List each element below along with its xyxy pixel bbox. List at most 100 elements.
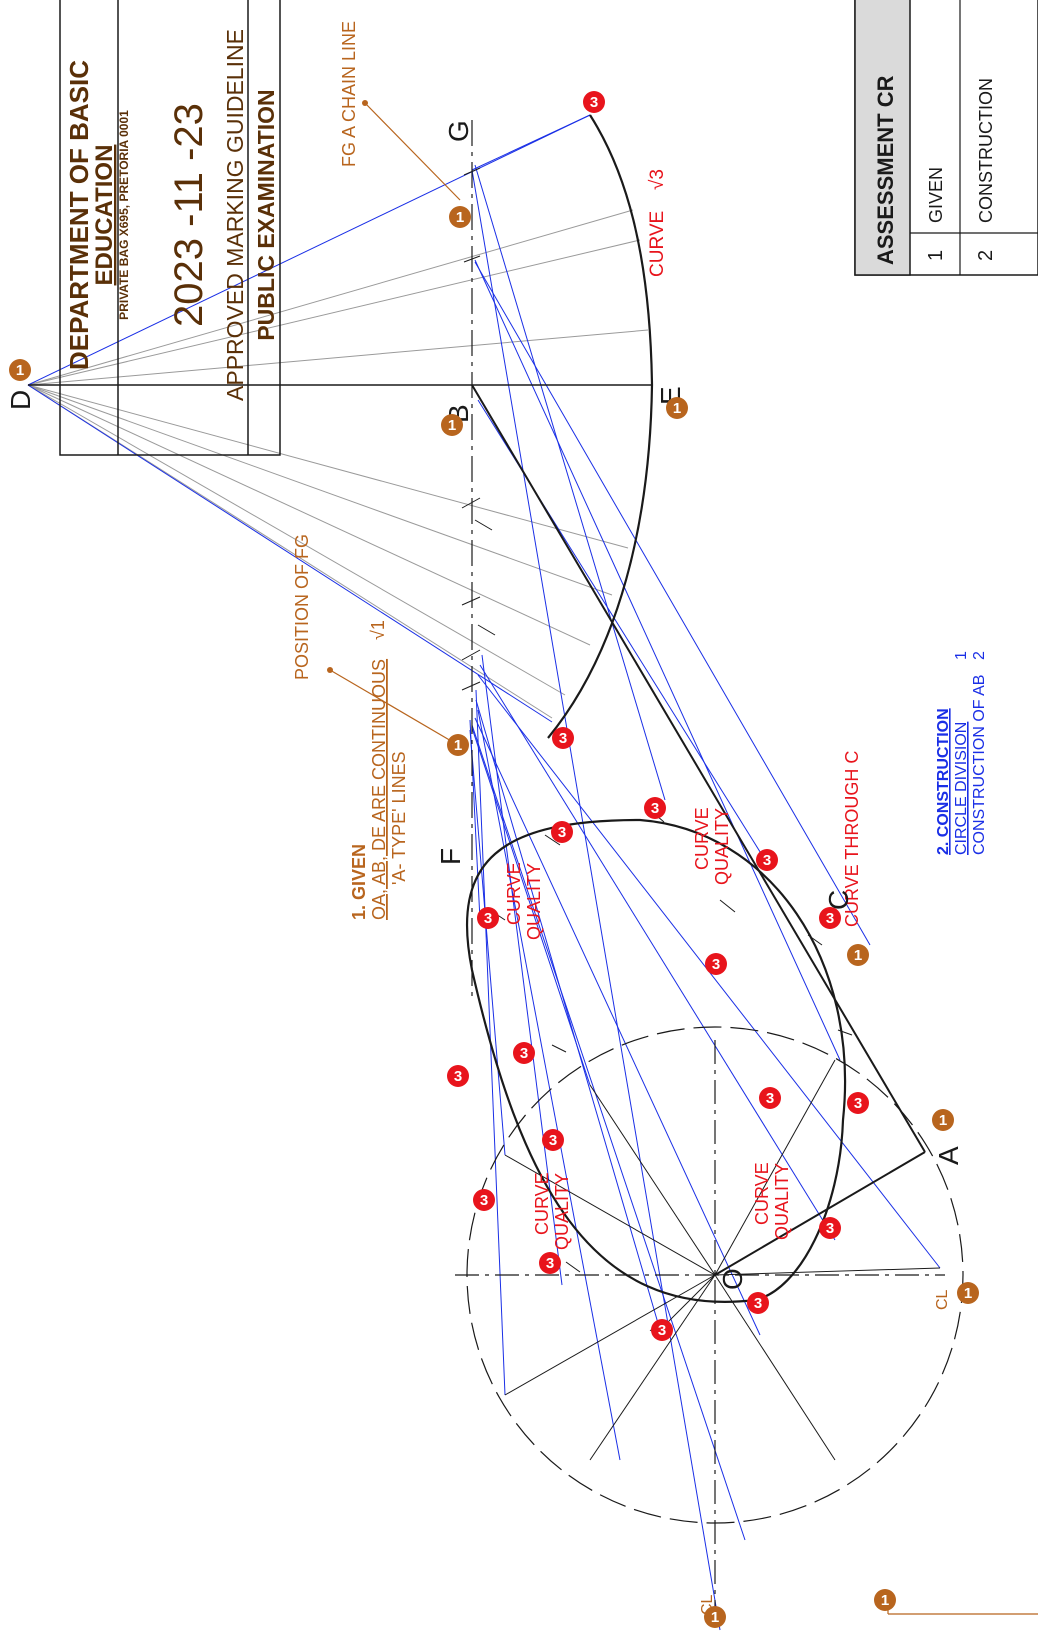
circle-division-lines (504, 1059, 941, 1461)
badge-one-c: 1 (847, 944, 869, 966)
assessment-row1-num: 1 (925, 250, 947, 261)
note-position-fg: POSITION OF FG (292, 534, 312, 680)
svg-text:3: 3 (766, 1090, 774, 1107)
svg-text:3: 3 (546, 1255, 554, 1272)
badge-one-position-fg: 1 (447, 734, 469, 756)
badge-one-e: 1 (666, 397, 688, 419)
badge-one-a: 1 (932, 1109, 954, 1131)
svg-text:3: 3 (558, 824, 566, 841)
svg-text:3: 3 (854, 1095, 862, 1112)
badge-three-4: 3 (756, 849, 778, 871)
assessment-title: ASSESSMENT CR (873, 75, 898, 265)
blue-construction-lines (27, 114, 941, 1631)
construction-heading: 2. CONSTRUCTION (935, 708, 952, 855)
badge-three-12: 3 (473, 1189, 495, 1211)
point-o: O (717, 1268, 748, 1290)
note-curve-through-c: CURVE THROUGH C (842, 751, 862, 927)
badge-three-8: 3 (447, 1065, 469, 1087)
badge-three-14: 3 (539, 1252, 561, 1274)
badge-one-circle-division: 1 (874, 1589, 896, 1611)
badge-three-g: 3 (583, 91, 605, 113)
badge-three-16: 3 (651, 1319, 673, 1341)
leader-lines (329, 102, 1038, 1615)
svg-text:3: 3 (454, 1068, 462, 1085)
construction-row1-label: CIRCLE DIVISION (953, 722, 970, 855)
svg-text:3: 3 (826, 1220, 834, 1237)
rotated-annotation-layer: DEPARTMENT OF BASIC EDUCATION PRIVATE BA… (5, 0, 1038, 1615)
svg-text:1: 1 (711, 1609, 719, 1626)
given-tick: √1 (368, 620, 388, 640)
svg-text:3: 3 (480, 1192, 488, 1209)
badge-three-9: 3 (759, 1087, 781, 1109)
svg-text:1: 1 (448, 417, 456, 434)
centre-line-labels: CL CL (699, 1289, 951, 1615)
svg-text:1: 1 (939, 1112, 947, 1129)
badge-three-10: 3 (847, 1092, 869, 1114)
badge-three-7: 3 (513, 1042, 535, 1064)
badge-one-fg-chain: 1 (449, 206, 471, 228)
stamp-date: 2023 -11 -23 (167, 103, 211, 327)
note-curve-tick: √3 (647, 169, 668, 190)
label-cl-bottom: CL (934, 1289, 951, 1310)
badge-three-curve-start: 3 (552, 727, 574, 749)
assessment-table: ASSESSMENT CR 1 GIVEN 2 CONSTRUCTION (854, 0, 1038, 276)
construction-row2-label: CONSTRUCTION OF AB (971, 675, 988, 855)
construction-note: 2. CONSTRUCTION CIRCLE DIVISION 1 CONSTR… (935, 651, 988, 855)
point-a: A (933, 1146, 964, 1165)
stamp-exam: PUBLIC EXAMINATION (253, 89, 279, 340)
curve-quality-labels: CURVE QUALITY CURVE QUALITY CURVE QUALIT… (504, 807, 792, 1250)
curve-quality-2-a: CURVE (692, 807, 712, 870)
tick-marks (461, 167, 853, 1339)
given-heading: 1. GIVEN (349, 844, 369, 920)
assessment-row2-num: 2 (975, 250, 997, 261)
badge-three-2: 3 (644, 797, 666, 819)
stamp-frame (59, 0, 281, 456)
note-curve: CURVE (647, 211, 668, 277)
svg-text:3: 3 (754, 1295, 762, 1312)
badge-one-b: 1 (441, 414, 463, 436)
point-labels: D G B E F C A O (5, 120, 964, 1290)
leader-dot-position-fg (327, 667, 333, 673)
note-fg-chain-line: FG A CHAIN LINE (339, 21, 359, 167)
curve-quality-4-b: QUALITY (772, 1163, 792, 1240)
assessment-row2-label: CONSTRUCTION (976, 78, 996, 223)
svg-text:3: 3 (549, 1132, 557, 1149)
assessment-row1-label: GIVEN (926, 167, 946, 223)
badge-three-6: 3 (705, 953, 727, 975)
given-lines (471, 384, 926, 1276)
curve-quality-4-a: CURVE (752, 1162, 772, 1225)
svg-text:1: 1 (881, 1592, 889, 1609)
assessment-header-bg (854, 0, 911, 276)
given-note: 1. GIVEN OA, AB, DE ARE CONTINUOUS 'A- T… (349, 620, 409, 920)
badge-one-d: 1 (9, 359, 31, 381)
point-f: F (435, 848, 466, 865)
svg-text:1: 1 (456, 209, 464, 226)
svg-text:1: 1 (964, 1285, 972, 1302)
svg-text:1: 1 (673, 400, 681, 417)
given-line1: OA, AB, DE ARE CONTINUOUS (369, 659, 389, 920)
svg-text:3: 3 (559, 730, 567, 747)
svg-text:3: 3 (520, 1045, 528, 1062)
approval-stamp: DEPARTMENT OF BASIC EDUCATION PRIVATE BA… (59, 0, 281, 456)
svg-text:3: 3 (484, 910, 492, 927)
point-c: C (823, 890, 854, 910)
ellipse-curve (465, 818, 847, 1303)
svg-text:3: 3 (658, 1322, 666, 1339)
stamp-line1: DEPARTMENT OF BASIC (64, 60, 94, 370)
mark-badges: 1 1 1 1 1 1 1 1 1 1 3 3 3 3 3 3 3 3 3 3 … (9, 91, 979, 1628)
svg-text:1: 1 (454, 737, 462, 754)
point-d: D (5, 390, 36, 410)
construction-row2-mark: 2 (971, 651, 988, 660)
curve-quality-1-b: QUALITY (524, 863, 544, 940)
svg-text:1: 1 (16, 362, 24, 379)
given-line2: 'A- TYPE' LINES (389, 751, 409, 885)
badge-three-5: 3 (477, 907, 499, 929)
stamp-line2: EDUCATION (91, 145, 118, 286)
centre-lines (455, 1040, 945, 1620)
badge-one-cl-left: 1 (704, 1606, 726, 1628)
curve-quality-3-b: QUALITY (552, 1173, 572, 1250)
curve-b-to-g (547, 114, 654, 739)
construction-row1-mark: 1 (953, 651, 970, 660)
badge-three-11: 3 (542, 1129, 564, 1151)
